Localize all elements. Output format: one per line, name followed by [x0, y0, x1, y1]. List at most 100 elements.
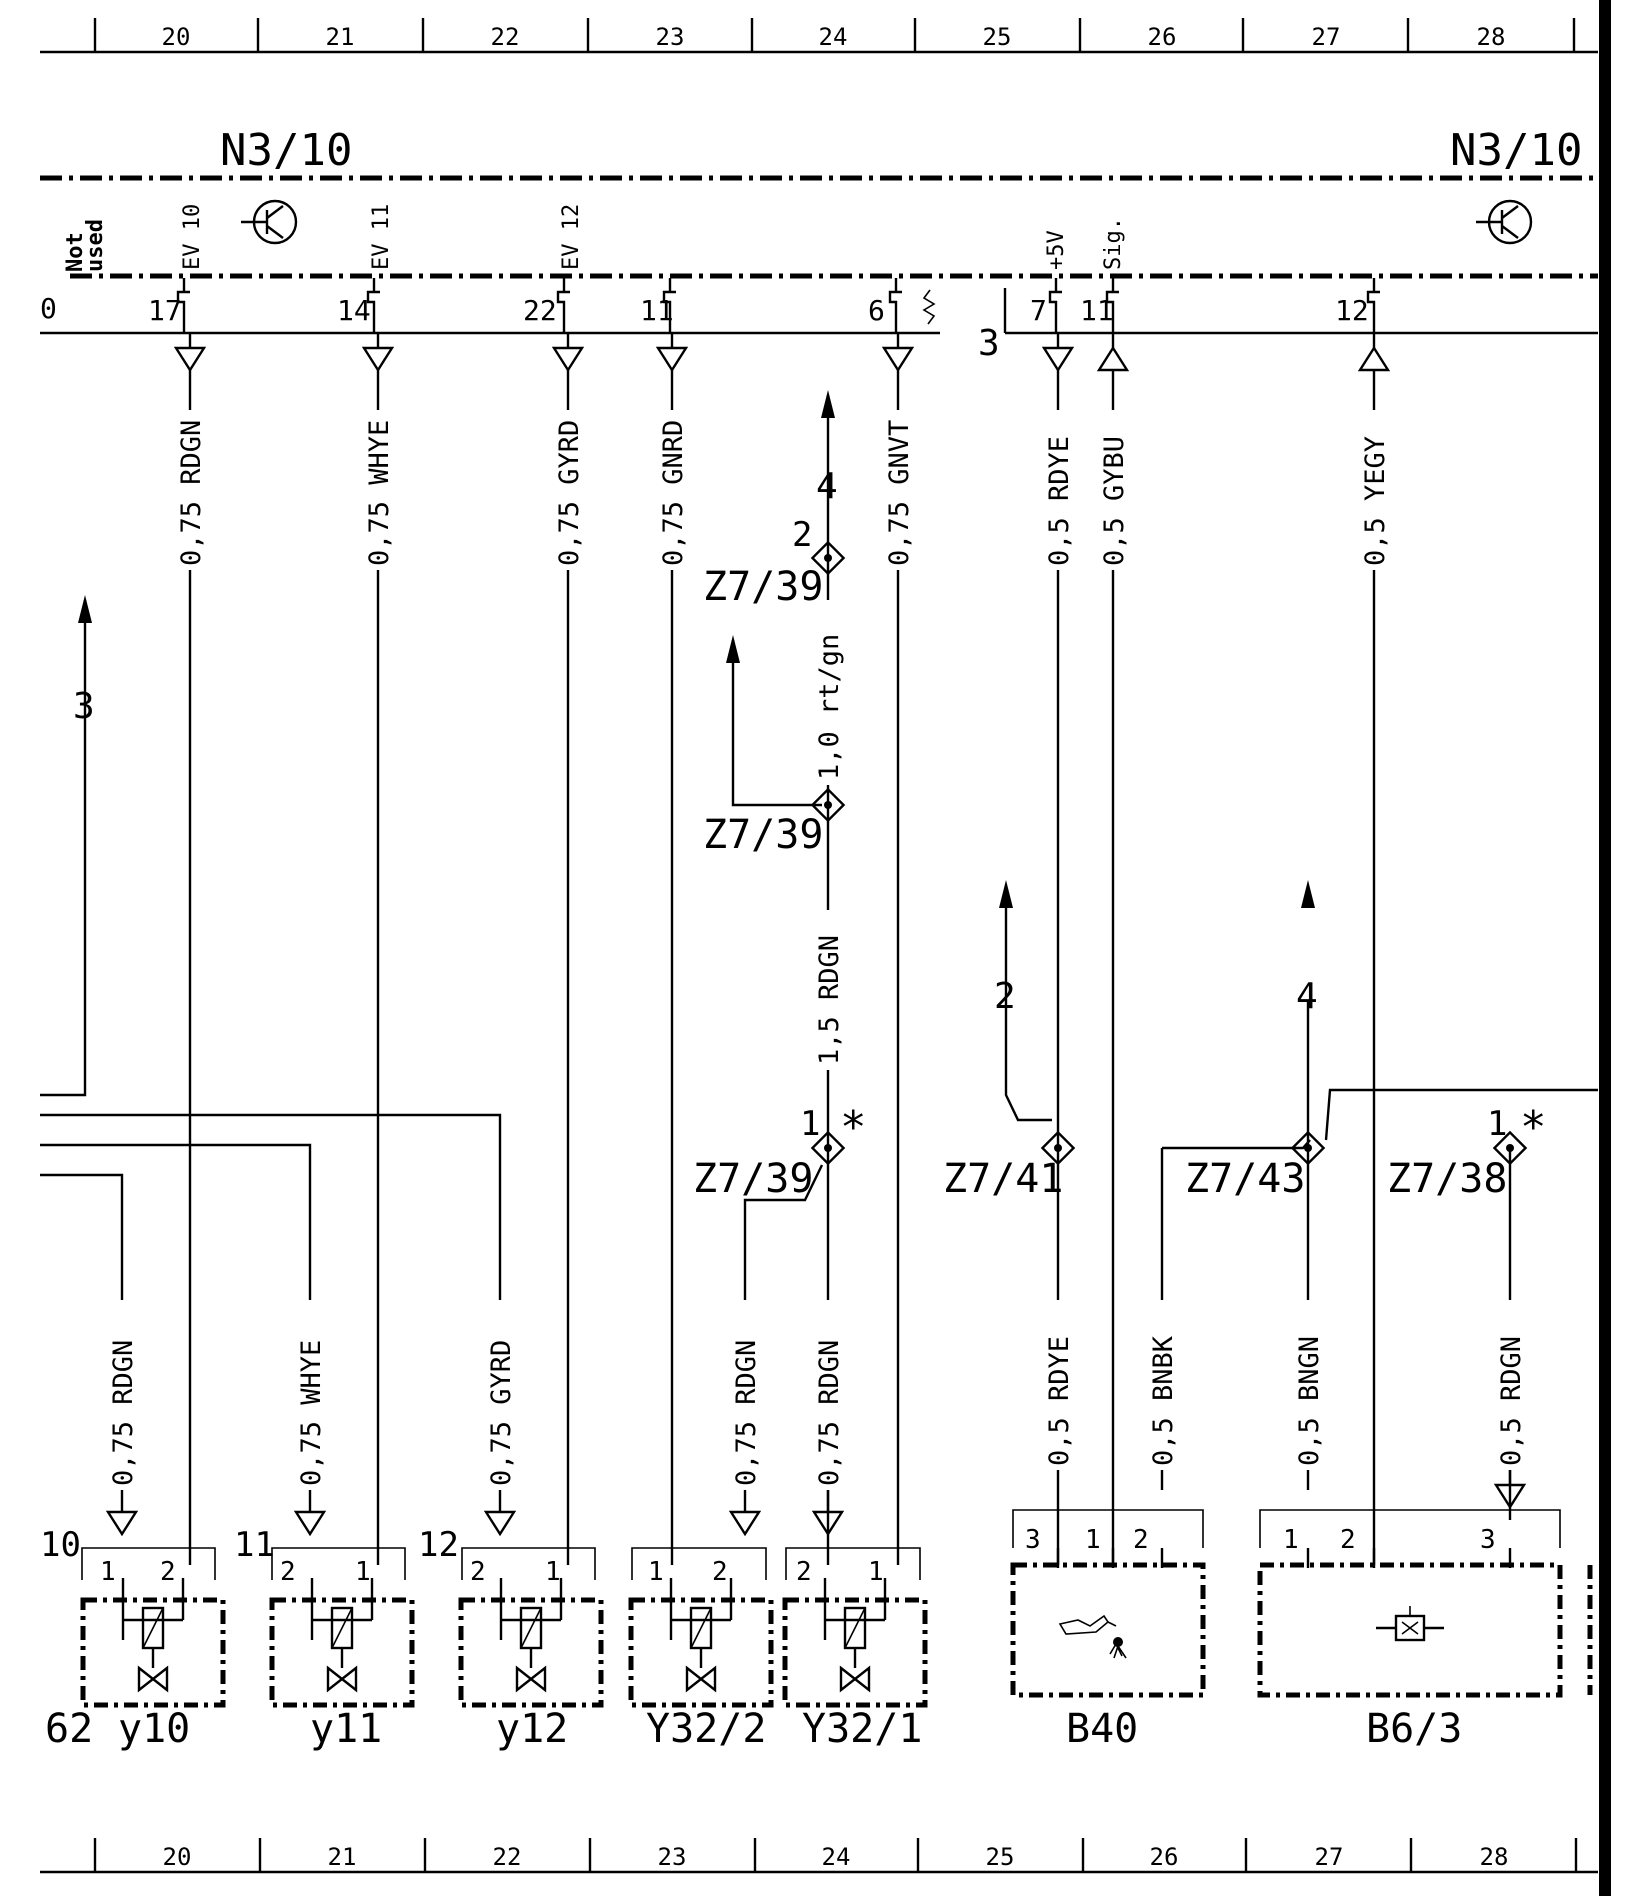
splice-pin: 1: [1487, 1104, 1507, 1144]
pin-number: 2: [160, 1557, 176, 1587]
arrow-ref: 2: [994, 976, 1016, 1017]
pin-number: 1: [355, 1557, 371, 1587]
wire-labels-top: 0,75 RDGN 0,75 WHYE 0,75 GYRD 0,75 GNRD …: [176, 410, 1391, 570]
sensor-b6-3: [1257, 1548, 1563, 1698]
grid-bottom-label: 22: [493, 1843, 522, 1871]
pin-number: 1: [100, 1557, 116, 1587]
grid-bottom-label: 27: [1315, 1843, 1344, 1871]
splice-label: Z7/38: [1387, 1156, 1507, 1202]
wire-label: 0,5 RDYE: [1044, 436, 1075, 566]
pin-signal-label: EV 10: [180, 204, 205, 270]
pin-signal-label: Sig.: [1101, 217, 1126, 270]
wire-label: 0,75 RDGN: [176, 420, 207, 566]
pin-number: 1: [648, 1557, 664, 1587]
solenoid-valve-icon: [631, 1578, 771, 1705]
pin-number: 17: [148, 294, 182, 327]
solenoid-valve-icon: [83, 1578, 223, 1705]
wire-label: 1,0 rt/gn: [814, 634, 845, 780]
splice-diamond-icon: [810, 540, 846, 576]
grid-bottom-label: 21: [328, 1843, 357, 1871]
splice-label: Z7/39: [703, 812, 823, 858]
solenoid-valve-y11: [272, 1578, 412, 1705]
grid-bottom-label: 20: [163, 1843, 192, 1871]
pin-number: 1: [1283, 1525, 1299, 1555]
grid-bottom-label: 28: [1480, 1843, 1509, 1871]
splice-diamond-icon: [1040, 1130, 1076, 1166]
component-prefix: 62: [45, 1706, 93, 1752]
separator-number: 3: [978, 323, 1000, 364]
wire-label: 0,5 RDGN: [1496, 1336, 1527, 1466]
pin-number: 1: [1085, 1525, 1101, 1555]
pin-number: 12: [1335, 294, 1369, 327]
grid-bottom-label: 26: [1150, 1843, 1179, 1871]
wire-label: 0,5 YEGY: [1360, 436, 1391, 566]
splice-pin: 2: [792, 515, 812, 555]
splice-diamond-icon: [810, 787, 846, 823]
pin-number: 3: [1480, 1525, 1496, 1555]
connector-triangles-bottom: [106, 1470, 1526, 1536]
component-label: y12: [496, 1706, 568, 1752]
splice-pin: 1: [800, 1104, 820, 1144]
splice-label: Z7/41: [943, 1156, 1063, 1202]
grid-top: 20 21 22 23 24 25 26 27 28: [40, 18, 1598, 54]
pin-number: 14: [337, 294, 371, 327]
solenoid-valve-icon: [785, 1578, 925, 1705]
solenoid-valve-icon: [272, 1578, 412, 1705]
wire-label: 0,75 GYRD: [554, 420, 585, 566]
star-marker: *: [840, 1102, 867, 1153]
pin-number: 2: [796, 1557, 812, 1587]
splice-diamond-icon: [810, 1130, 846, 1166]
pin-number: 1: [868, 1557, 884, 1587]
oil-level-sensor-icon: [1058, 1614, 1127, 1659]
pin-number: 11: [640, 294, 674, 327]
wire-label: 0,75 WHYE: [364, 420, 395, 566]
component-label: B6/3: [1366, 1706, 1462, 1752]
grid-top-label: 25: [983, 23, 1012, 51]
pin-number: 2: [1340, 1525, 1356, 1555]
pressure-sensor-icon: [1376, 1606, 1444, 1642]
wire-labels-mid: 1,0 rt/gn 1,5 RDGN: [814, 600, 845, 1070]
grid-top-label: 22: [491, 23, 520, 51]
grid-bottom-label: 23: [658, 1843, 687, 1871]
sensor-b40: [1010, 1548, 1206, 1698]
splice-points: Z7/39 Z7/39 Z7/39 Z7/41 Z7/43 Z7/38 2 1 …: [693, 515, 1547, 1202]
connector-brackets: [81, 1509, 1561, 1580]
pin-signal-label: +5V: [1044, 230, 1069, 270]
transistor-icon: [241, 199, 298, 245]
arrow-ref: 4: [1296, 976, 1318, 1017]
solenoid-valve-y32-1: [785, 1578, 925, 1705]
pin-number: 2: [1133, 1525, 1149, 1555]
wire-labels-bottom: 0,75 RDGN 0,75 WHYE 0,75 GYRD 0,75 RDGN …: [108, 1300, 1527, 1490]
component-label: Y32/1: [802, 1706, 922, 1752]
splice-diamond-icon: [1290, 1130, 1326, 1166]
connector-number: 10: [40, 1525, 81, 1565]
pin-number: 1: [545, 1557, 561, 1587]
wire-label: 0,75 RDGN: [814, 1340, 845, 1486]
pin-number: 11: [1080, 294, 1114, 327]
component-label: y10: [118, 1706, 190, 1752]
solenoid-valve-icon: [461, 1578, 601, 1705]
connector-number: 11: [234, 1525, 275, 1565]
pin-signal-label: EV 12: [559, 204, 584, 270]
wire-label: 1,5 RDGN: [814, 935, 845, 1065]
arrow-ref: 3: [73, 686, 95, 727]
arrow-ref: 4: [816, 466, 838, 507]
grid-top-label: 23: [656, 23, 685, 51]
module-label: N3/10: [220, 125, 352, 176]
control-module-n3-10: N3/10 N3/10 0 3 Not used EV 10 EV 11 EV …: [40, 125, 1598, 364]
grid-top-label: 21: [326, 23, 355, 51]
wire-label: 0,5 GYBU: [1099, 436, 1130, 566]
splice-label: Z7/43: [1185, 1156, 1305, 1202]
pin-number: 2: [470, 1557, 486, 1587]
pin-number: 2: [712, 1557, 728, 1587]
wire-label: 0,75 GYRD: [486, 1340, 517, 1486]
grid-bottom-label: 24: [822, 1843, 851, 1871]
grid-top-label: 28: [1477, 23, 1506, 51]
splice-label: Z7/39: [693, 1156, 813, 1202]
pin-number: 2: [280, 1557, 296, 1587]
solenoid-valve-y32-2: [631, 1578, 771, 1705]
component-label: Y32/2: [646, 1706, 766, 1752]
pin-signal-label: EV 11: [369, 204, 394, 270]
grid-top-label: 26: [1148, 23, 1177, 51]
connector-triangles-top: [174, 333, 1390, 372]
